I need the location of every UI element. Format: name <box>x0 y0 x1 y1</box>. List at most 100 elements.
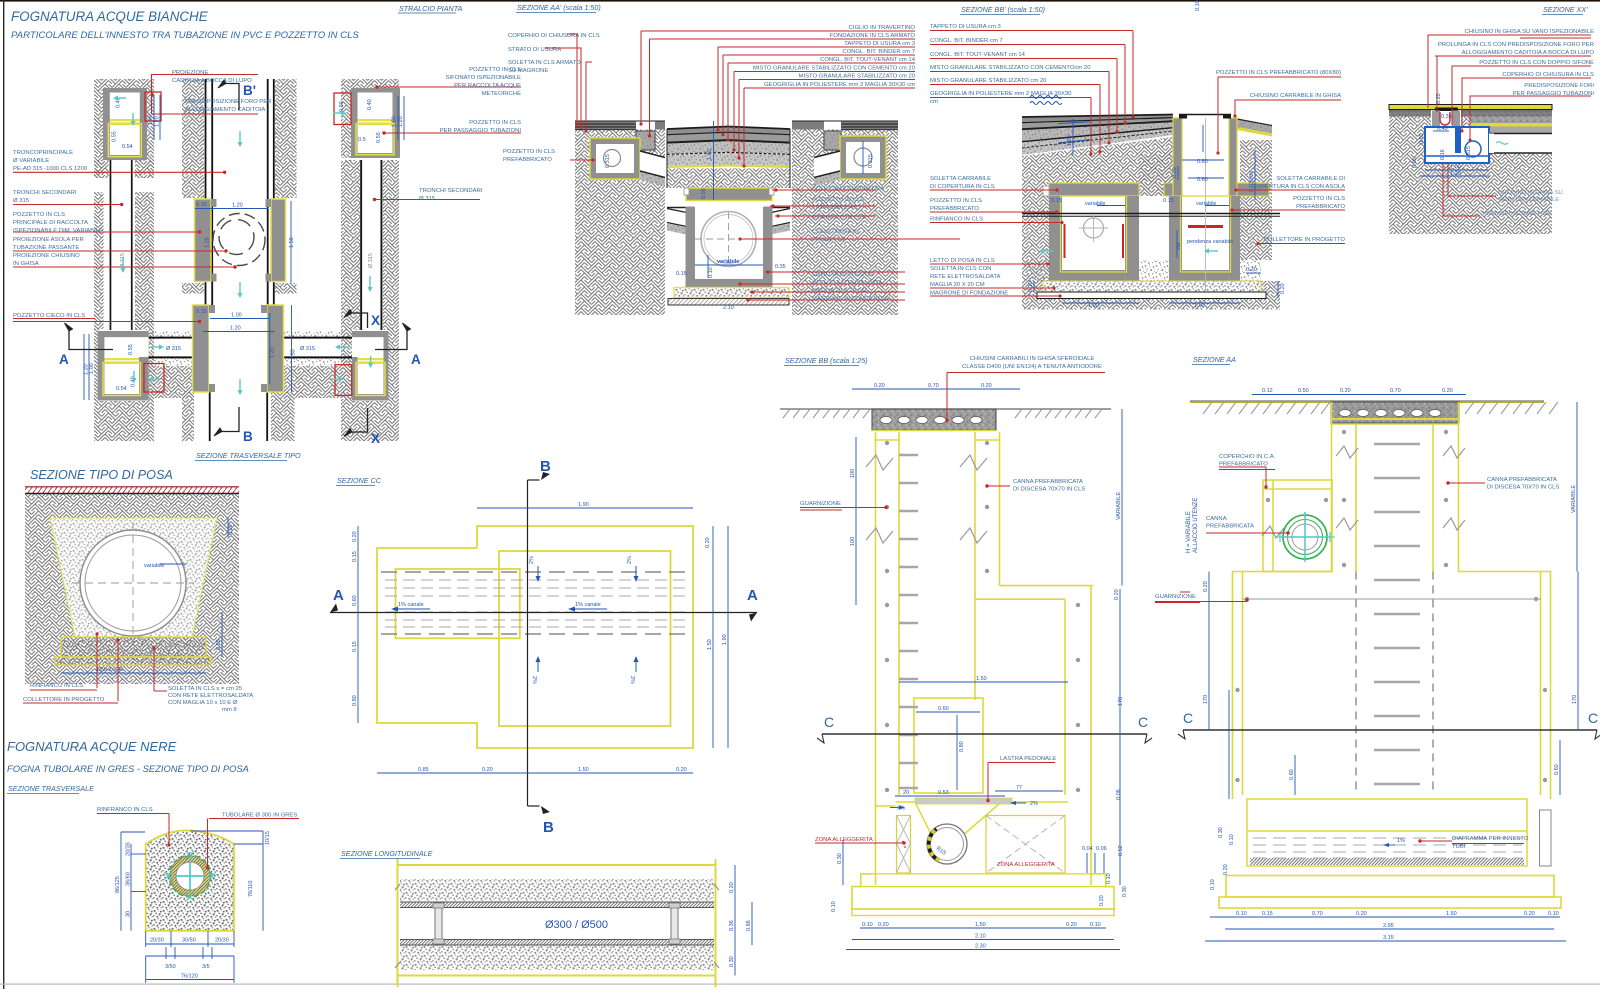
svg-text:mm 8: mm 8 <box>222 707 237 713</box>
svg-text:2.10: 2.10 <box>975 934 986 940</box>
svg-text:PROIEZIONE CHIUSINO: PROIEZIONE CHIUSINO <box>13 253 80 259</box>
svg-text:20/30: 20/30 <box>215 938 229 944</box>
svg-text:CONGL. BIT. BINDER cm 7: CONGL. BIT. BINDER cm 7 <box>930 38 1003 44</box>
svg-text:LASTRA PEDONALE: LASTRA PEDONALE <box>1000 756 1056 762</box>
svg-text:0.10: 0.10 <box>1236 911 1247 917</box>
svg-text:1.50: 1.50 <box>392 116 398 127</box>
svg-text:0.70: 0.70 <box>928 383 939 389</box>
svg-text:PREFABBRICATO: PREFABBRICATO <box>1219 462 1268 468</box>
svg-text:3/50: 3/50 <box>165 964 176 970</box>
svg-text:2%: 2% <box>529 556 535 564</box>
svg-text:PREDISPOSIZIONE FORI: PREDISPOSIZIONE FORI <box>1524 83 1594 89</box>
svg-text:FOGNA TUBOLARE IN GRES - SEZIO: FOGNA TUBOLARE IN GRES - SEZIONE TIPO DI… <box>7 763 249 774</box>
svg-text:CHIUSINO CARRABILE IN GHISA: CHIUSINO CARRABILE IN GHISA <box>1250 93 1341 99</box>
svg-text:MISTO GRANULARE STABILIZZATO C: MISTO GRANULARE STABILIZZATO CON CEMENTO… <box>930 65 1091 71</box>
svg-text:1.20: 1.20 <box>155 116 161 127</box>
svg-text:1.50: 1.50 <box>707 149 713 160</box>
svg-text:variabile: variabile <box>717 259 739 265</box>
svg-text:MAGLIA 20 X 20 CM: MAGLIA 20 X 20 CM <box>812 288 867 294</box>
svg-text:0.35: 0.35 <box>775 264 786 270</box>
svg-text:POZZETTO IN CLS: POZZETTO IN CLS <box>469 67 521 73</box>
svg-text:SEZIONE TIPO DI POSA: SEZIONE TIPO DI POSA <box>30 468 173 482</box>
svg-text:SEZIONE BB' (scala 1:50): SEZIONE BB' (scala 1:50) <box>961 5 1045 14</box>
svg-text:PARTICOLARE DELL'INNESTO TRA T: PARTICOLARE DELL'INNESTO TRA TUBAZIONE I… <box>11 30 359 41</box>
svg-text:RINFRANCO IN CLS: RINFRANCO IN CLS <box>97 807 153 813</box>
svg-text:0.35: 0.35 <box>1441 114 1452 120</box>
svg-text:Ø300 / Ø500: Ø300 / Ø500 <box>545 919 608 931</box>
svg-text:ISPEZIONABILE DIM. VARIABILE: ISPEZIONABILE DIM. VARIABILE <box>13 228 103 234</box>
svg-text:MISTO GRANULARE STABILIZZATO: MISTO GRANULARE STABILIZZATO cm 20 <box>799 74 916 80</box>
svg-text:0.05: 0.05 <box>1412 157 1418 168</box>
svg-text:POZZETTO IN CLS: POZZETTO IN CLS <box>930 198 982 204</box>
svg-text:0.15: 0.15 <box>352 551 358 562</box>
svg-text:0.70: 0.70 <box>1312 911 1323 917</box>
svg-text:Ø 315: Ø 315 <box>300 346 315 352</box>
svg-text:0.5: 0.5 <box>358 137 366 143</box>
svg-text:0.20: 0.20 <box>1172 167 1178 178</box>
svg-text:0.50: 0.50 <box>1419 133 1425 144</box>
svg-text:0.80: 0.80 <box>1197 159 1208 165</box>
svg-text:2%: 2% <box>1030 801 1038 807</box>
svg-text:TUBAZIONE PASSANTE: TUBAZIONE PASSANTE <box>13 245 79 251</box>
svg-text:0.10: 0.10 <box>831 901 837 912</box>
svg-text:SU MAGRONE: SU MAGRONE <box>508 68 548 74</box>
svg-text:POZZETTO IN CLS: POZZETTO IN CLS <box>1293 196 1345 202</box>
svg-text:1.50: 1.50 <box>976 676 987 682</box>
svg-text:TAPPETO DI USURA cm 3: TAPPETO DI USURA cm 3 <box>844 41 916 47</box>
svg-text:1.50: 1.50 <box>1446 911 1457 917</box>
svg-text:COLLETTORE IN PROGETTO: COLLETTORE IN PROGETTO <box>23 697 105 703</box>
svg-text:POZZETTO IN CLS CON DOPPIO SIF: POZZETTO IN CLS CON DOPPIO SIFONE <box>1479 60 1594 66</box>
svg-text:POZZETTO IN CLS: POZZETTO IN CLS <box>812 197 864 203</box>
svg-text:FOGNATURA ACQUE BIANCHE: FOGNATURA ACQUE BIANCHE <box>11 9 209 24</box>
svg-text:SEZIONE XX': SEZIONE XX' <box>1543 5 1588 14</box>
svg-text:PER RACCOLTA ACQUE: PER RACCOLTA ACQUE <box>454 83 521 89</box>
svg-text:20/35: 20/35 <box>126 842 132 856</box>
svg-text:0.15: 0.15 <box>196 202 207 208</box>
svg-text:PROIEZIONE: PROIEZIONE <box>172 70 208 76</box>
svg-text:0.60: 0.60 <box>938 706 949 712</box>
svg-text:0.06: 0.06 <box>1116 789 1122 800</box>
svg-text:ZONA ALLEGGERITA: ZONA ALLEGGERITA <box>815 837 873 843</box>
svg-text:FONDAZIONE IN CLS ARMATO: FONDAZIONE IN CLS ARMATO <box>830 33 916 39</box>
svg-text:STRATO DI USURA: STRATO DI USURA <box>508 47 561 53</box>
svg-text:1.20: 1.20 <box>232 203 243 209</box>
svg-text:0.20: 0.20 <box>1066 922 1077 928</box>
svg-text:SOLETTA IN CLS ARMATO: SOLETTA IN CLS ARMATO <box>508 60 581 66</box>
svg-text:20: 20 <box>903 790 909 796</box>
svg-text:0.50: 0.50 <box>1298 388 1309 394</box>
svg-text:PREFABBRICATA: PREFABBRICATA <box>1206 524 1254 530</box>
svg-text:RINFIANCO IN CLS: RINFIANCO IN CLS <box>30 683 83 689</box>
svg-text:B: B <box>243 429 253 444</box>
svg-text:0.16: 0.16 <box>1440 149 1446 160</box>
svg-text:variabile: variabile <box>1196 201 1216 207</box>
svg-text:MISTO GRANULARE STABILIZZATO: MISTO GRANULARE STABILIZZATO cm 20 <box>930 78 1047 84</box>
svg-text:SEZIONE CC: SEZIONE CC <box>337 476 382 485</box>
svg-text:0.10: 0.10 <box>708 267 714 278</box>
svg-text:SEZIONE TRASVERSALE TIPO: SEZIONE TRASVERSALE TIPO <box>196 451 301 460</box>
svg-text:0.20: 0.20 <box>729 882 735 893</box>
svg-text:76/110: 76/110 <box>248 881 254 897</box>
svg-text:170: 170 <box>1118 697 1124 706</box>
svg-text:B': B' <box>243 83 256 98</box>
svg-text:2.10: 2.10 <box>723 305 734 311</box>
svg-text:0.52: 0.52 <box>1118 845 1124 856</box>
svg-text:Ø 315: Ø 315 <box>166 346 181 352</box>
svg-text:36/60: 36/60 <box>126 872 132 886</box>
svg-text:SEZIONE AA: SEZIONE AA <box>1193 355 1236 364</box>
svg-text:0.55: 0.55 <box>376 132 382 143</box>
svg-text:0.20: 0.20 <box>1280 283 1286 294</box>
svg-text:0.315: 0.315 <box>868 154 874 168</box>
svg-text:SEZIONE BB (scala 1:25): SEZIONE BB (scala 1:25) <box>785 356 868 365</box>
svg-text:0.06: 0.06 <box>1096 846 1107 852</box>
svg-text:0.20: 0.20 <box>676 767 687 773</box>
svg-text:0.36: 0.36 <box>729 920 735 931</box>
svg-text:MAGRONE DI FONDAZIONE: MAGRONE DI FONDAZIONE <box>930 291 1008 297</box>
svg-text:PREFABBRICATO: PREFABBRICATO <box>812 205 861 211</box>
svg-text:0.12: 0.12 <box>1262 388 1273 394</box>
svg-text:0.70: 0.70 <box>1390 388 1401 394</box>
svg-text:2.30: 2.30 <box>975 944 986 950</box>
svg-text:LETTO DI POSA IN CLS: LETTO DI POSA IN CLS <box>930 258 995 264</box>
svg-text:0.20: 0.20 <box>1340 388 1351 394</box>
svg-text:COPERCHIO IN C.A.: COPERCHIO IN C.A. <box>1219 454 1276 460</box>
svg-text:ALLACCIO UTENZE: ALLACCIO UTENZE <box>1193 498 1199 553</box>
